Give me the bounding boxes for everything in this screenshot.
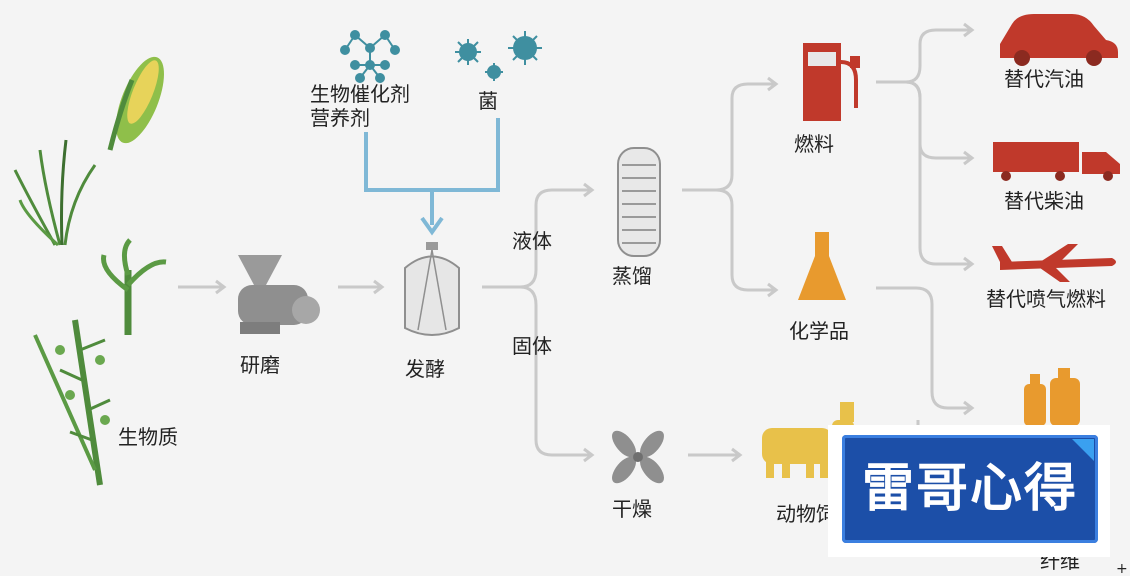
arrow-to-fiber [876, 286, 970, 410]
arrowhead [420, 216, 444, 236]
arrowhead [215, 279, 227, 295]
arrowhead [963, 22, 975, 38]
label-solid: 固体 [512, 334, 552, 358]
label-fuel: 燃料 [794, 132, 834, 156]
watermark-badge: 雷哥心得 [828, 425, 1110, 557]
catalyst-molecule-icon [340, 30, 400, 83]
label-plus: + [1116, 561, 1128, 576]
arrowhead [583, 447, 595, 463]
label-biomass: 生物质 [118, 425, 178, 449]
label-drying: 干燥 [612, 497, 652, 521]
arrow-to-chemicals [715, 188, 774, 292]
fuel-pump-icon [803, 43, 860, 121]
label-bacteria: 菌 [478, 89, 498, 113]
label-liquid: 液体 [512, 229, 552, 253]
bamboo-icon [33, 319, 111, 486]
label-catalyst-line1: 生物催化剂 [310, 82, 410, 106]
arrowhead [963, 400, 975, 416]
distillation-column-icon [617, 147, 661, 257]
drying-fan-icon [612, 430, 664, 484]
fermenter-tank-icon [404, 242, 460, 336]
arrow-to-solid [519, 285, 590, 457]
sugarcane-leaf-icon [101, 238, 167, 335]
watermark-corner-accent [1072, 439, 1094, 461]
bottles-icon [1024, 368, 1080, 426]
arrow-to-jet-fuel [905, 80, 970, 266]
label-gasoline: 替代汽油 [1004, 67, 1084, 91]
car-icon [1000, 14, 1118, 66]
label-grinding: 研磨 [240, 353, 280, 377]
chemical-flask-icon [798, 232, 846, 300]
label-catalyst-line2: 营养剂 [310, 106, 370, 130]
arrow-catalyst-to-fermentation [364, 132, 434, 225]
arrowhead [583, 182, 595, 198]
arrowhead [767, 76, 779, 92]
arrowhead [731, 447, 743, 463]
arrowhead [963, 150, 975, 166]
bacteria-icon [455, 31, 542, 81]
label-distillation: 蒸馏 [612, 264, 652, 288]
arrow-to-diesel [905, 80, 970, 160]
grass-icon [13, 139, 97, 247]
corn-icon [107, 56, 164, 151]
label-jet-fuel: 替代喷气燃料 [986, 287, 1106, 311]
grinder-icon [238, 255, 320, 334]
arrow-to-gasoline [876, 28, 970, 84]
arrow-to-liquid [482, 188, 590, 289]
arrow-to-fuel [682, 82, 774, 192]
label-diesel: 替代柴油 [1004, 189, 1084, 213]
label-fermentation: 发酵 [405, 357, 445, 381]
label-animal-feed: 动物饲 [776, 502, 836, 526]
arrowhead [963, 256, 975, 272]
label-chemicals: 化学品 [789, 319, 849, 343]
arrowhead [767, 282, 779, 298]
watermark-text: 雷哥心得 [861, 459, 1078, 519]
arrow-bacteria-to-fermentation [432, 118, 500, 192]
truck-icon [993, 142, 1120, 181]
arrowhead [373, 279, 385, 295]
watermark-box: 雷哥心得 [842, 435, 1098, 543]
airplane-icon [992, 244, 1116, 282]
